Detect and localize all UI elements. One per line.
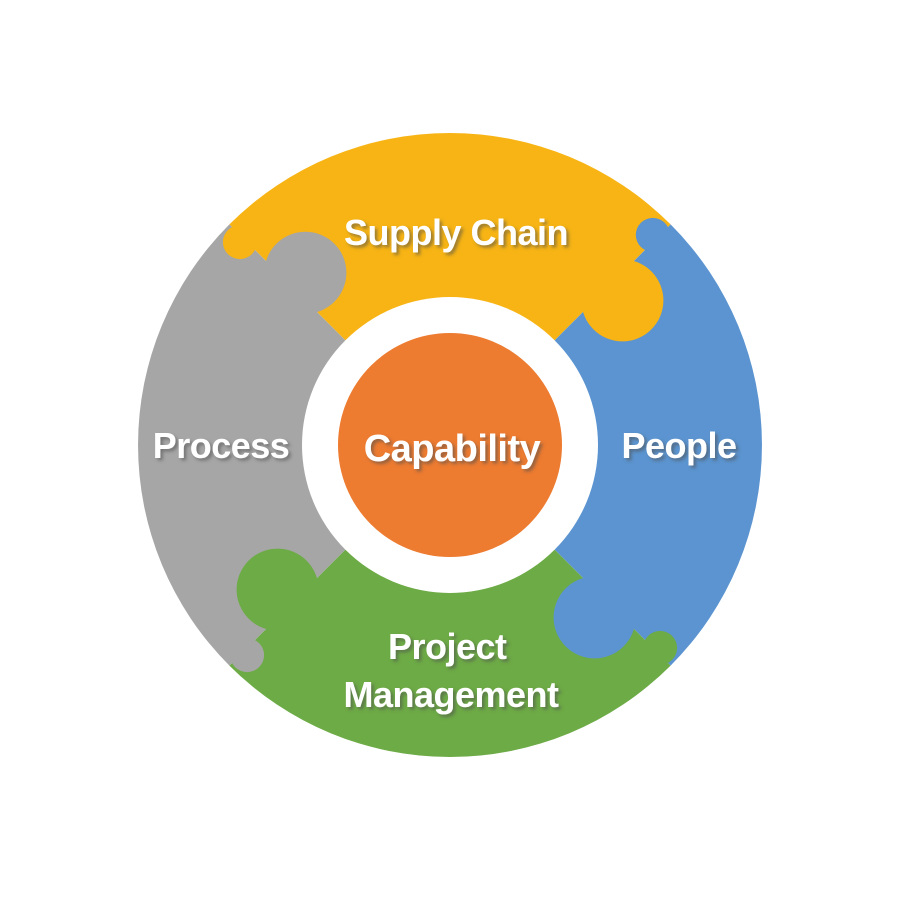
segment-people — [450, 224, 762, 666]
segment-supply-chain — [229, 133, 671, 445]
puzzle-notch-process-into-project-management — [230, 638, 265, 673]
label-project-management-line1: Project — [388, 626, 507, 667]
puzzle-tab-supply-chain-into-people — [581, 259, 664, 342]
segment-process — [138, 224, 450, 666]
label-capability: Capability — [364, 428, 541, 470]
label-project-management-line2: Management — [343, 674, 559, 715]
center-circle — [338, 333, 562, 557]
puzzle-tab-project-management-into-process — [236, 548, 319, 631]
puzzle-tab-people-into-project-management — [553, 576, 636, 659]
labels-group: Supply Chain People Project Management P… — [153, 212, 737, 715]
puzzle-notch-supply-chain-into-process — [222, 225, 257, 260]
puzzle-notch-people-into-supply-chain — [635, 217, 670, 252]
puzzle-notch-project-management-into-people — [643, 630, 678, 665]
puzzle-tab-process-into-supply-chain — [264, 231, 347, 314]
label-process: Process — [153, 425, 290, 466]
label-supply-chain: Supply Chain — [344, 212, 568, 253]
segment-project-management — [229, 445, 671, 757]
label-people: People — [621, 425, 736, 466]
label-project-management: Project Management — [343, 626, 559, 715]
